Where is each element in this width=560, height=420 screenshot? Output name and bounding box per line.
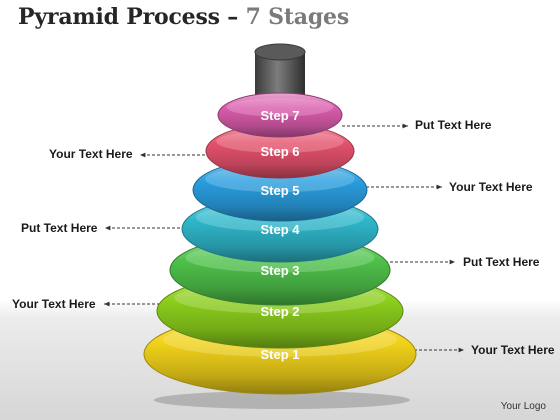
stage-label-1: Step 1: [260, 347, 299, 362]
stage-label-2: Step 2: [260, 304, 299, 319]
base-shadow: [154, 391, 410, 409]
title-main: Pyramid Process –: [18, 4, 239, 30]
callout-left-6: Your Text Here: [49, 147, 133, 161]
title-highlight: 7 Stages: [245, 4, 350, 30]
stage-ring-6: Step 6: [205, 123, 355, 179]
stage-ring-7: Step 7: [217, 92, 343, 138]
page-title: Pyramid Process – 7 Stages: [18, 4, 349, 30]
logo-text: Your Logo: [500, 401, 546, 412]
stage-label-3: Step 3: [260, 263, 299, 278]
callout-left-4: Put Text Here: [21, 221, 98, 235]
stage-label-5: Step 5: [260, 183, 299, 198]
stage-label-7: Step 7: [260, 108, 299, 123]
callout-right-3: Put Text Here: [463, 255, 540, 269]
stage-label-6: Step 6: [260, 144, 299, 159]
callout-right-5: Your Text Here: [449, 180, 533, 194]
callout-right-1: Your Text Here: [471, 343, 555, 357]
stage-rings: Step 1 Step 2 Step 3 Step 4 Step 5 Step 6 Step…: [143, 43, 417, 395]
callout-left-2: Your Text Here: [12, 297, 96, 311]
stage-label-4: Step 4: [260, 222, 300, 237]
callout-right-7: Put Text Here: [415, 118, 492, 132]
connector-lines: [104, 123, 464, 353]
